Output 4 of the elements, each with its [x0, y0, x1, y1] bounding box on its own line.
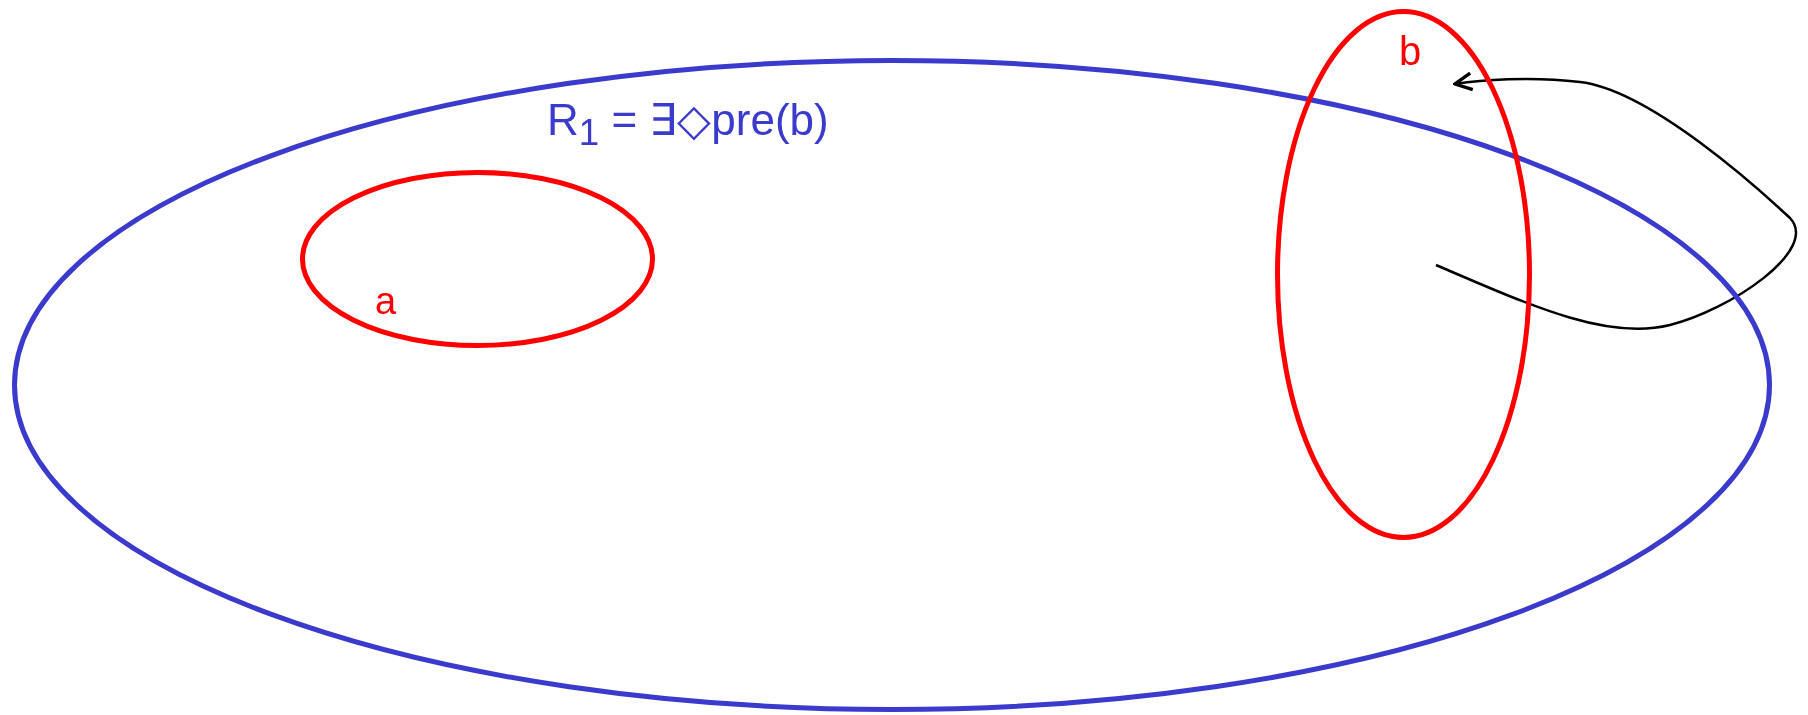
set-label: a: [375, 282, 397, 320]
set-label: R$_{1}$ = ∃◇pre(b): [547, 98, 829, 152]
set-label: b: [1399, 31, 1422, 71]
arrow: [1435, 71, 1797, 331]
